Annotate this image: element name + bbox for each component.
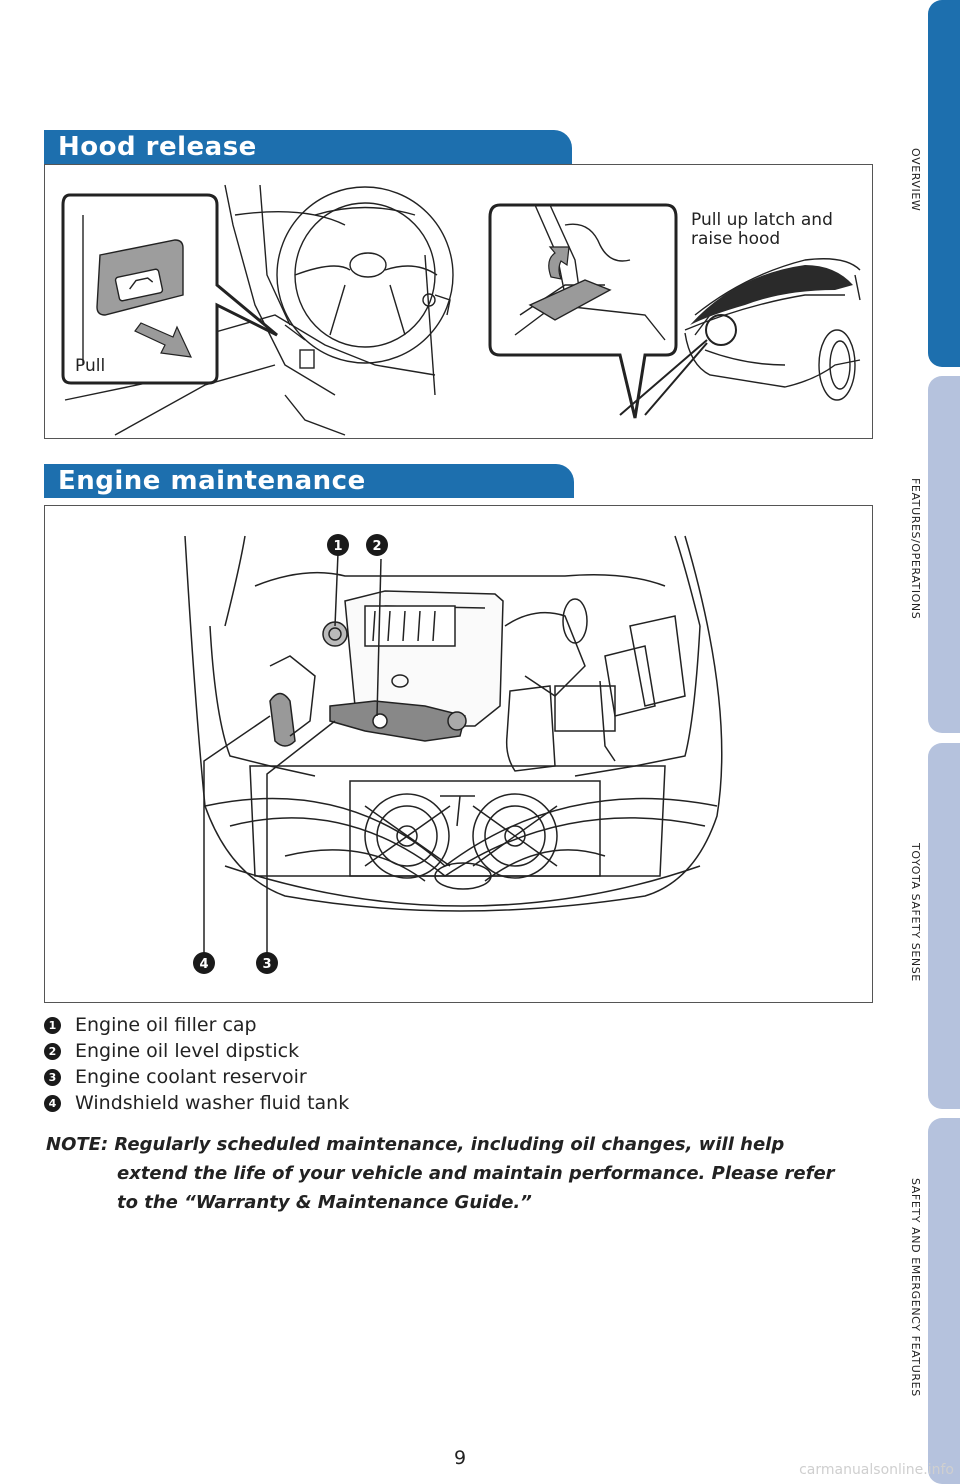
callout-1: 1 — [327, 534, 349, 556]
tab-label-features: FEATURES/OPERATIONS — [909, 478, 922, 620]
tab-label-safety-sense: TOYOTA SAFETY SENSE — [909, 843, 922, 982]
legend-label: Engine coolant reservoir — [75, 1066, 307, 1088]
hood-release-drawing — [61, 184, 861, 436]
tab-label-overview: OVERVIEW — [909, 148, 922, 212]
note-line-2: extend the life of your vehicle and main… — [117, 1163, 835, 1184]
legend-number: 4 — [44, 1094, 61, 1112]
legend-item: 1 Engine oil filler cap — [44, 1012, 349, 1038]
legend-label: Engine oil level dipstick — [75, 1040, 300, 1062]
legend-label: Engine oil filler cap — [75, 1014, 257, 1036]
legend-item: 4 Windshield washer fluid tank — [44, 1090, 349, 1116]
engine-legend: 1 Engine oil filler cap 2 Engine oil lev… — [44, 1012, 349, 1116]
pull-label: Pull — [75, 356, 106, 376]
tab-safety-emergency[interactable] — [928, 1118, 960, 1484]
engine-bay-illustration: 1 2 3 4 — [44, 505, 873, 1003]
callout-4-text: 4 — [199, 957, 208, 972]
hood-release-title: Hood release — [58, 132, 257, 162]
callout-2: 2 — [366, 534, 388, 556]
legend-number: 3 — [44, 1068, 61, 1086]
latch-label-line1: Pull up latch and — [691, 210, 833, 230]
latch-label-line2: raise hood — [691, 229, 781, 249]
legend-number: 2 — [44, 1042, 61, 1060]
hood-release-header: Hood release — [44, 130, 572, 164]
maintenance-note: NOTE: Regularly scheduled maintenance, i… — [46, 1130, 876, 1217]
engine-bay-drawing: 1 2 3 4 — [184, 534, 723, 974]
watermark: carmanualsonline.info — [799, 1462, 954, 1478]
hood-release-illustration: Pull Pull up latch and raise hood — [44, 164, 873, 439]
callout-4: 4 — [193, 952, 215, 974]
callout-3: 3 — [256, 952, 278, 974]
callout-3-text: 3 — [262, 957, 271, 972]
engine-maintenance-title: Engine maintenance — [58, 466, 366, 496]
note-line-1: NOTE: Regularly scheduled maintenance, i… — [46, 1134, 785, 1155]
section-tabs — [928, 0, 960, 1484]
callout-2-text: 2 — [372, 539, 381, 554]
note-line-3: to the “Warranty & Maintenance Guide.” — [117, 1192, 532, 1213]
tab-toyota-safety-sense[interactable] — [928, 743, 960, 1109]
tab-overview[interactable] — [928, 0, 960, 367]
callout-1-text: 1 — [333, 539, 342, 554]
legend-item: 2 Engine oil level dipstick — [44, 1038, 349, 1064]
tab-features-operations[interactable] — [928, 376, 960, 733]
legend-item: 3 Engine coolant reservoir — [44, 1064, 349, 1090]
page-number: 9 — [453, 1447, 467, 1469]
legend-label: Windshield washer fluid tank — [75, 1092, 350, 1114]
engine-maintenance-header: Engine maintenance — [44, 464, 574, 498]
tab-label-emergency: SAFETY AND EMERGENCY FEATURES — [909, 1178, 922, 1397]
legend-number: 1 — [44, 1016, 61, 1034]
